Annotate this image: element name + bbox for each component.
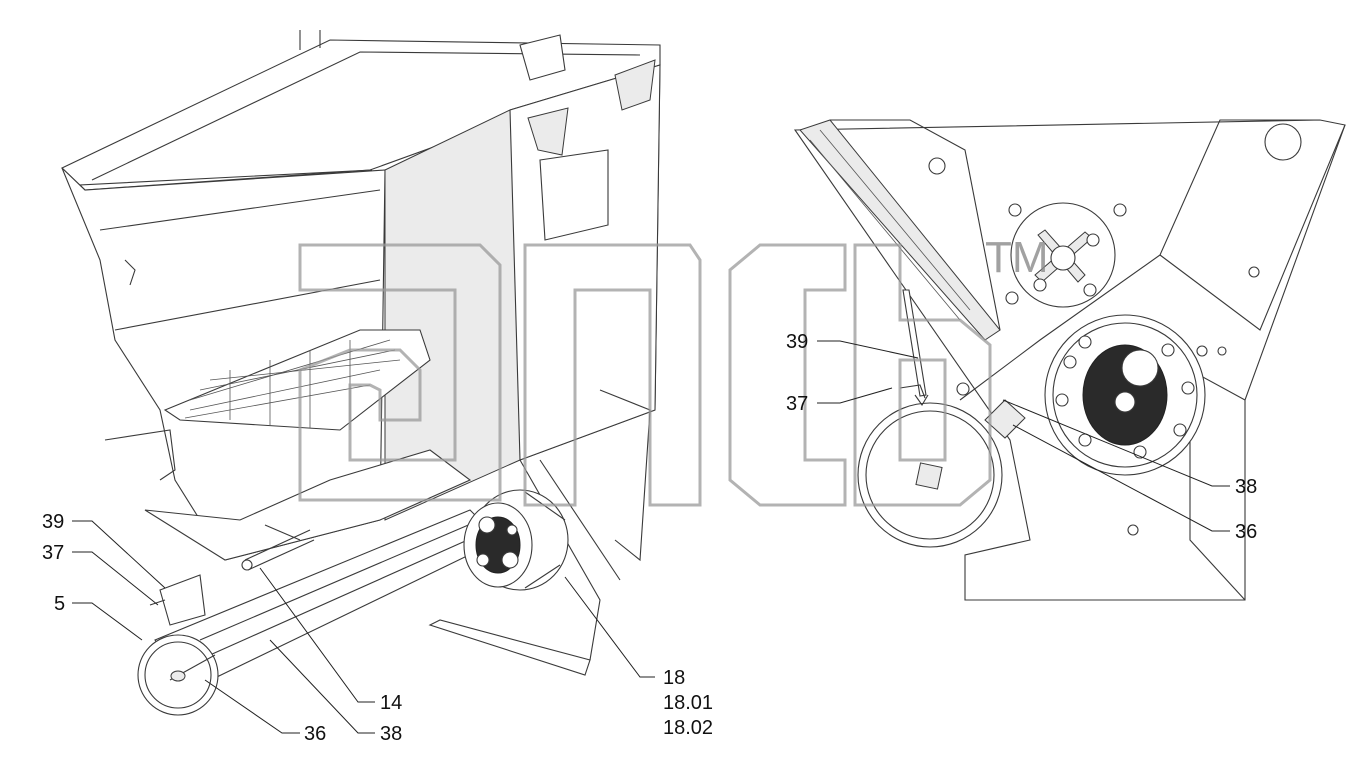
upper-rotor — [1005, 202, 1127, 308]
callout-18-01: 18.01 — [663, 692, 713, 714]
callout-18: 18 — [663, 667, 685, 689]
callout-37-right: 37 — [786, 393, 808, 415]
callout-36-right: 36 — [1235, 521, 1257, 543]
callout-18-02: 18.02 — [663, 717, 713, 739]
shaft — [241, 524, 315, 571]
callout-14-left: 14 — [380, 692, 402, 714]
callout-39-right: 39 — [786, 331, 808, 353]
callout-5-left: 5 — [54, 593, 65, 615]
trademark-label: TM — [985, 233, 1049, 282]
callout-37-left: 37 — [42, 542, 64, 564]
callout-39-left: 39 — [42, 511, 64, 533]
gearbox-motor — [463, 489, 569, 591]
left-callouts: 39 37 5 14 36 38 18 18.01 18.02 — [42, 511, 713, 745]
watermark-logo: TM — [298, 233, 1049, 507]
roller-drum — [857, 394, 1003, 548]
right-callouts: 39 37 38 36 — [786, 331, 1257, 543]
callout-36-left: 36 — [304, 723, 326, 745]
callout-38-left: 38 — [380, 723, 402, 745]
gearbox-face — [1044, 314, 1206, 476]
right-side-section — [793, 119, 1346, 601]
left-hopper-assembly — [61, 30, 661, 716]
roller-cylinder — [137, 509, 501, 716]
callout-38-right: 38 — [1235, 476, 1257, 498]
